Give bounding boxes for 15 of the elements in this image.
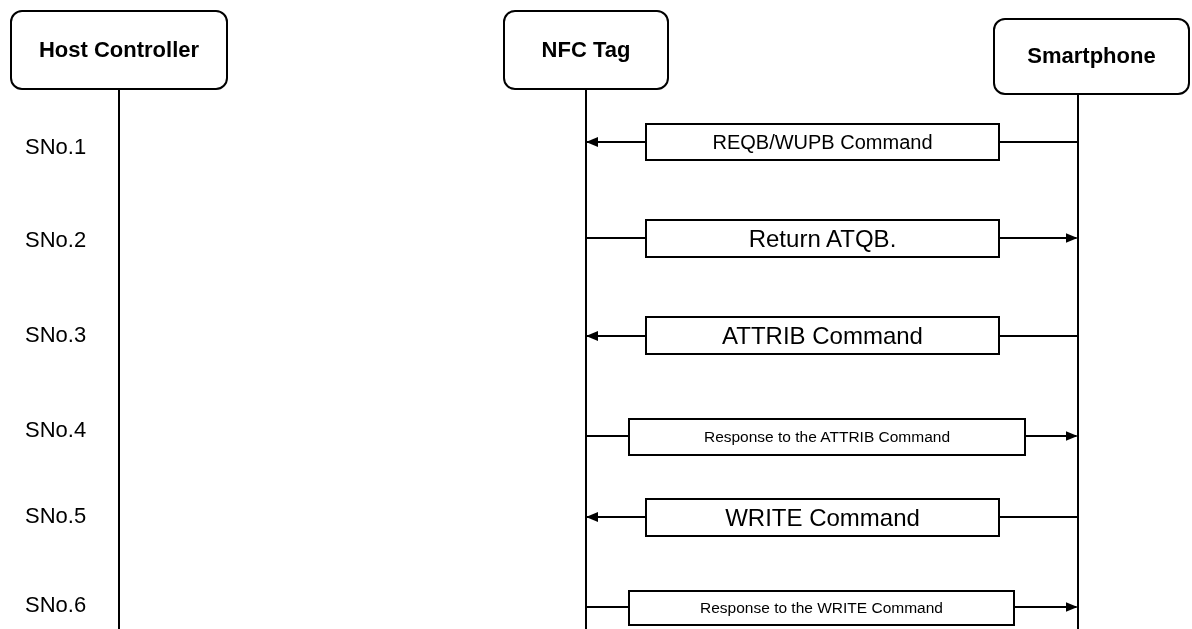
step-number: SNo.1 bbox=[25, 134, 87, 160]
edge-label: Response to the ATTRIB Command bbox=[628, 418, 1026, 456]
edge-label: Response to the WRITE Command bbox=[628, 590, 1015, 626]
participant-name: Host Controller bbox=[38, 36, 200, 64]
participant-name: Smartphone bbox=[1027, 43, 1156, 70]
edge-label: WRITE Command bbox=[645, 498, 1000, 537]
step-number: SNo.3 bbox=[25, 322, 87, 348]
edge-label: REQB/WUPB Command bbox=[645, 123, 1000, 161]
participant-name: NFC Tag bbox=[541, 36, 631, 64]
step-number: SNo.4 bbox=[25, 417, 87, 443]
edge-label: Return ATQB. bbox=[645, 219, 1000, 258]
step-number: SNo.6 bbox=[25, 592, 87, 618]
edge-label: ATTRIB Command bbox=[645, 316, 1000, 355]
step-number: SNo.5 bbox=[25, 503, 87, 529]
step-number: SNo.2 bbox=[25, 227, 87, 253]
